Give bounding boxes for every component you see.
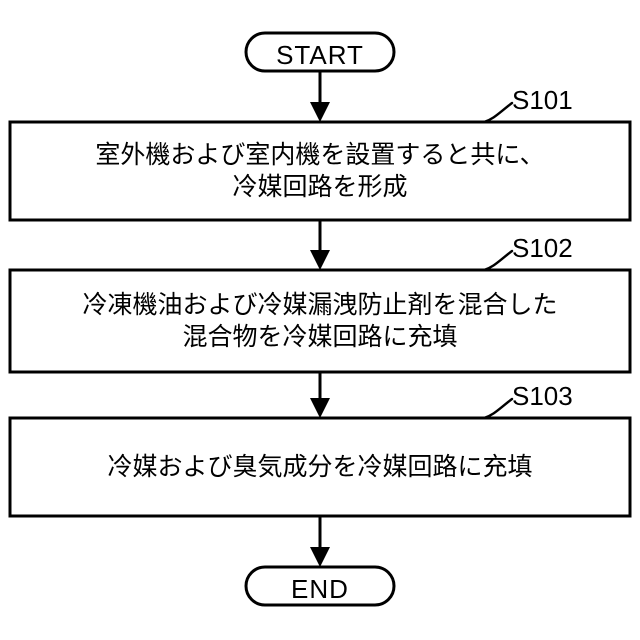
leader-line-s103 <box>482 397 514 420</box>
leader-line-s102 <box>482 249 514 272</box>
process-box-s103-text: 冷媒および臭気成分を冷媒回路に充填 <box>107 452 533 481</box>
process-box-s102-text: 冷凍機油および冷媒漏洩防止剤を混合した 混合物を冷媒回路に充填 <box>82 290 558 352</box>
arrowhead-s102-to-s103 <box>310 398 330 418</box>
leader-line-s101 <box>482 101 514 124</box>
process-box-s101 <box>8 120 632 222</box>
step-label-s101: S101 <box>512 85 573 115</box>
arrowhead-s101-to-s102 <box>310 250 330 270</box>
process-box-s101-text: 室外機および室内機を設置すると共に、 冷媒回路を形成 <box>95 140 545 202</box>
process-box-s103 <box>8 416 632 518</box>
end-terminal-label: END <box>291 574 349 604</box>
arrowhead-start-to-s101 <box>310 102 330 122</box>
step-label-s103: S103 <box>512 381 573 411</box>
end-terminal-shape <box>244 565 396 607</box>
start-terminal-label: START <box>276 40 364 70</box>
arrowhead-s103-to-end <box>310 547 330 567</box>
step-label-s102: S102 <box>512 233 573 263</box>
